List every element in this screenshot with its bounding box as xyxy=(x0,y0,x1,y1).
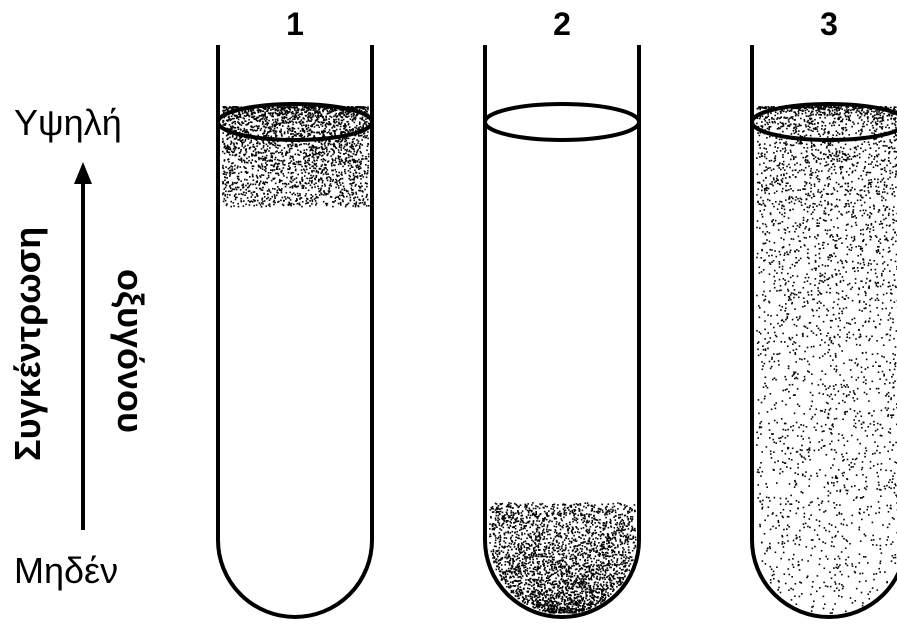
tube-2-number: 2 xyxy=(542,6,582,43)
high-oxygen-label: Υψηλή xyxy=(14,102,122,144)
tube-3-number: 3 xyxy=(809,6,849,43)
tube-1-growth-dots xyxy=(222,106,370,208)
tube-2-surface-ellipse xyxy=(485,104,639,140)
tube-1-number: 1 xyxy=(275,6,315,43)
oxygen-arrow xyxy=(74,162,92,530)
zero-oxygen-label: Μηδέν xyxy=(14,550,118,592)
tube-3-growth-dots xyxy=(756,106,897,614)
axis-label-oxygen: οξυγόνου xyxy=(109,261,151,441)
axis-label-concentration: Συγκέντρωση xyxy=(7,241,49,461)
